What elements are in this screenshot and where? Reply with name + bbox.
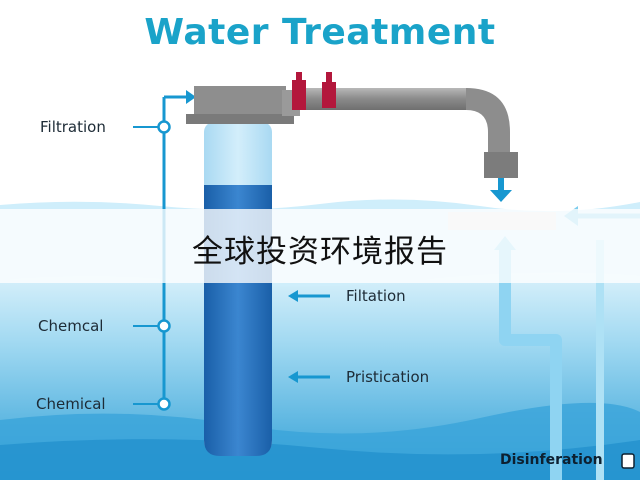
pipe-header (186, 86, 300, 124)
connector-dot-3 (157, 397, 171, 411)
valves (292, 72, 336, 110)
delivery-pipe (298, 88, 518, 178)
disinfection-icon (621, 453, 635, 469)
label-pristication: Pristication (346, 368, 430, 386)
down-arrow-icon (490, 190, 512, 202)
pipe-elbow (466, 88, 510, 158)
connector-dot-2 (157, 319, 171, 333)
arrow-filtation-icon (288, 290, 298, 302)
connector-arrow-icon (186, 90, 196, 104)
water-wave-bottom-2 (0, 439, 640, 480)
return-pipe-path (499, 244, 562, 480)
label-filtation: Filtation (346, 287, 406, 305)
caption-banner-text: 全球投资环境报告 (192, 234, 448, 270)
label-chemical: Chemical (36, 395, 106, 413)
label-filtration: Filtration (40, 118, 106, 136)
connector-dot-1 (157, 120, 171, 134)
diagram-title: Water Treatment (144, 12, 496, 53)
pipe-nozzle (484, 152, 518, 178)
treatment-column (204, 122, 272, 456)
label-chemcal: Chemcal (38, 317, 104, 335)
label-disinferation: Disinferation (500, 452, 603, 468)
valve-left-stem (296, 72, 302, 82)
valve-right (322, 82, 336, 108)
valve-left (292, 80, 306, 110)
valve-right-stem (326, 72, 332, 84)
header-flange (186, 114, 294, 124)
caption-banner (0, 209, 640, 283)
down-arrow-shaft (498, 178, 504, 192)
horizontal-pipe (298, 88, 468, 110)
arrow-pristication-icon (288, 371, 298, 383)
